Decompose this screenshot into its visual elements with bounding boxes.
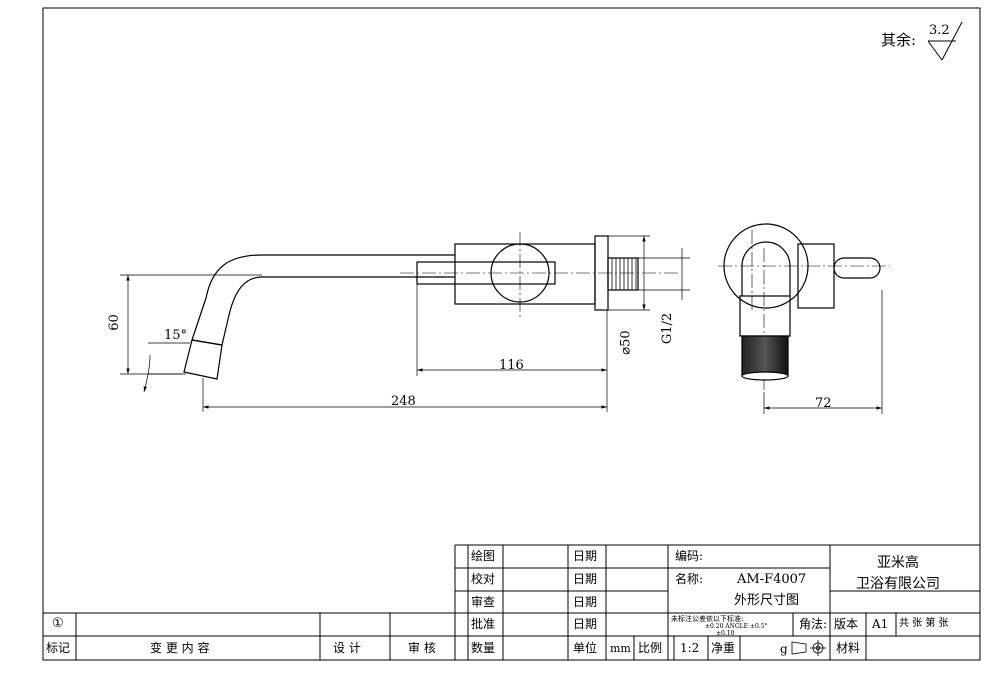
- dimension-lines: [120, 235, 883, 414]
- spout-front-view: [723, 223, 881, 381]
- label-projection: 角法:: [799, 617, 828, 631]
- model-number: AM-F4007: [737, 572, 807, 587]
- label-change-content: 变 更 内 容: [150, 641, 210, 655]
- roughness-symbol: [927, 21, 963, 61]
- dimension-15deg: 15°: [164, 328, 188, 343]
- projection-symbol: [791, 640, 826, 656]
- drawing-title: 外形尺寸图: [734, 593, 800, 608]
- company-line-2: 卫浴有限公司: [856, 576, 940, 592]
- label-code: 编码:: [675, 549, 704, 563]
- label-audit: 审 核: [408, 641, 436, 655]
- roughness-prefix: 其余:: [881, 31, 917, 49]
- tolerance-note: 未标注公差依以下标准:: [671, 615, 744, 623]
- label-checked: 校对: [471, 572, 496, 586]
- label-date-3: 日期: [573, 595, 598, 609]
- weight-unit: g: [780, 642, 788, 656]
- tolerance-line-2: ±0.10: [716, 630, 735, 637]
- company-line-1: 亚米高: [877, 555, 919, 571]
- roughness-value: 3.2: [929, 23, 950, 38]
- dimension-60: 60: [106, 314, 122, 331]
- label-date-1: 日期: [573, 549, 598, 563]
- label-quantity: 数量: [471, 641, 496, 655]
- drawing-border: [42, 7, 981, 661]
- label-approved: 批准: [471, 617, 496, 631]
- dimension-72: 72: [815, 396, 832, 411]
- label-name: 名称:: [675, 572, 704, 586]
- dimension-g12: G1/2: [660, 312, 676, 345]
- unit-value: mm: [610, 642, 631, 655]
- scale-value: 1:2: [680, 641, 700, 655]
- title-block-grid: [43, 544, 980, 660]
- version-value: A1: [872, 617, 889, 631]
- label-date-2: 日期: [573, 572, 598, 586]
- label-material: 材料: [836, 641, 861, 655]
- revision-marker: ①: [52, 616, 64, 631]
- tolerance-line-1: ±0.20 ANGLE ±0.5°: [705, 623, 768, 630]
- label-mark: 标记: [46, 641, 71, 655]
- dimension-248: 248: [391, 394, 416, 409]
- label-drawn: 绘图: [471, 549, 496, 563]
- dimension-d50: ⌀50: [618, 330, 634, 355]
- label-version: 版本: [834, 617, 859, 631]
- label-net-weight: 净重: [711, 641, 736, 655]
- sheet-count: 共 张 第 张: [899, 618, 949, 629]
- label-unit: 单位: [573, 641, 598, 655]
- spout-side-view: [183, 235, 639, 380]
- label-date-4: 日期: [573, 617, 598, 631]
- label-scale: 比例: [638, 641, 663, 655]
- dimension-116: 116: [499, 358, 524, 373]
- label-reviewed: 审查: [471, 595, 496, 609]
- label-design: 设 计: [333, 641, 361, 655]
